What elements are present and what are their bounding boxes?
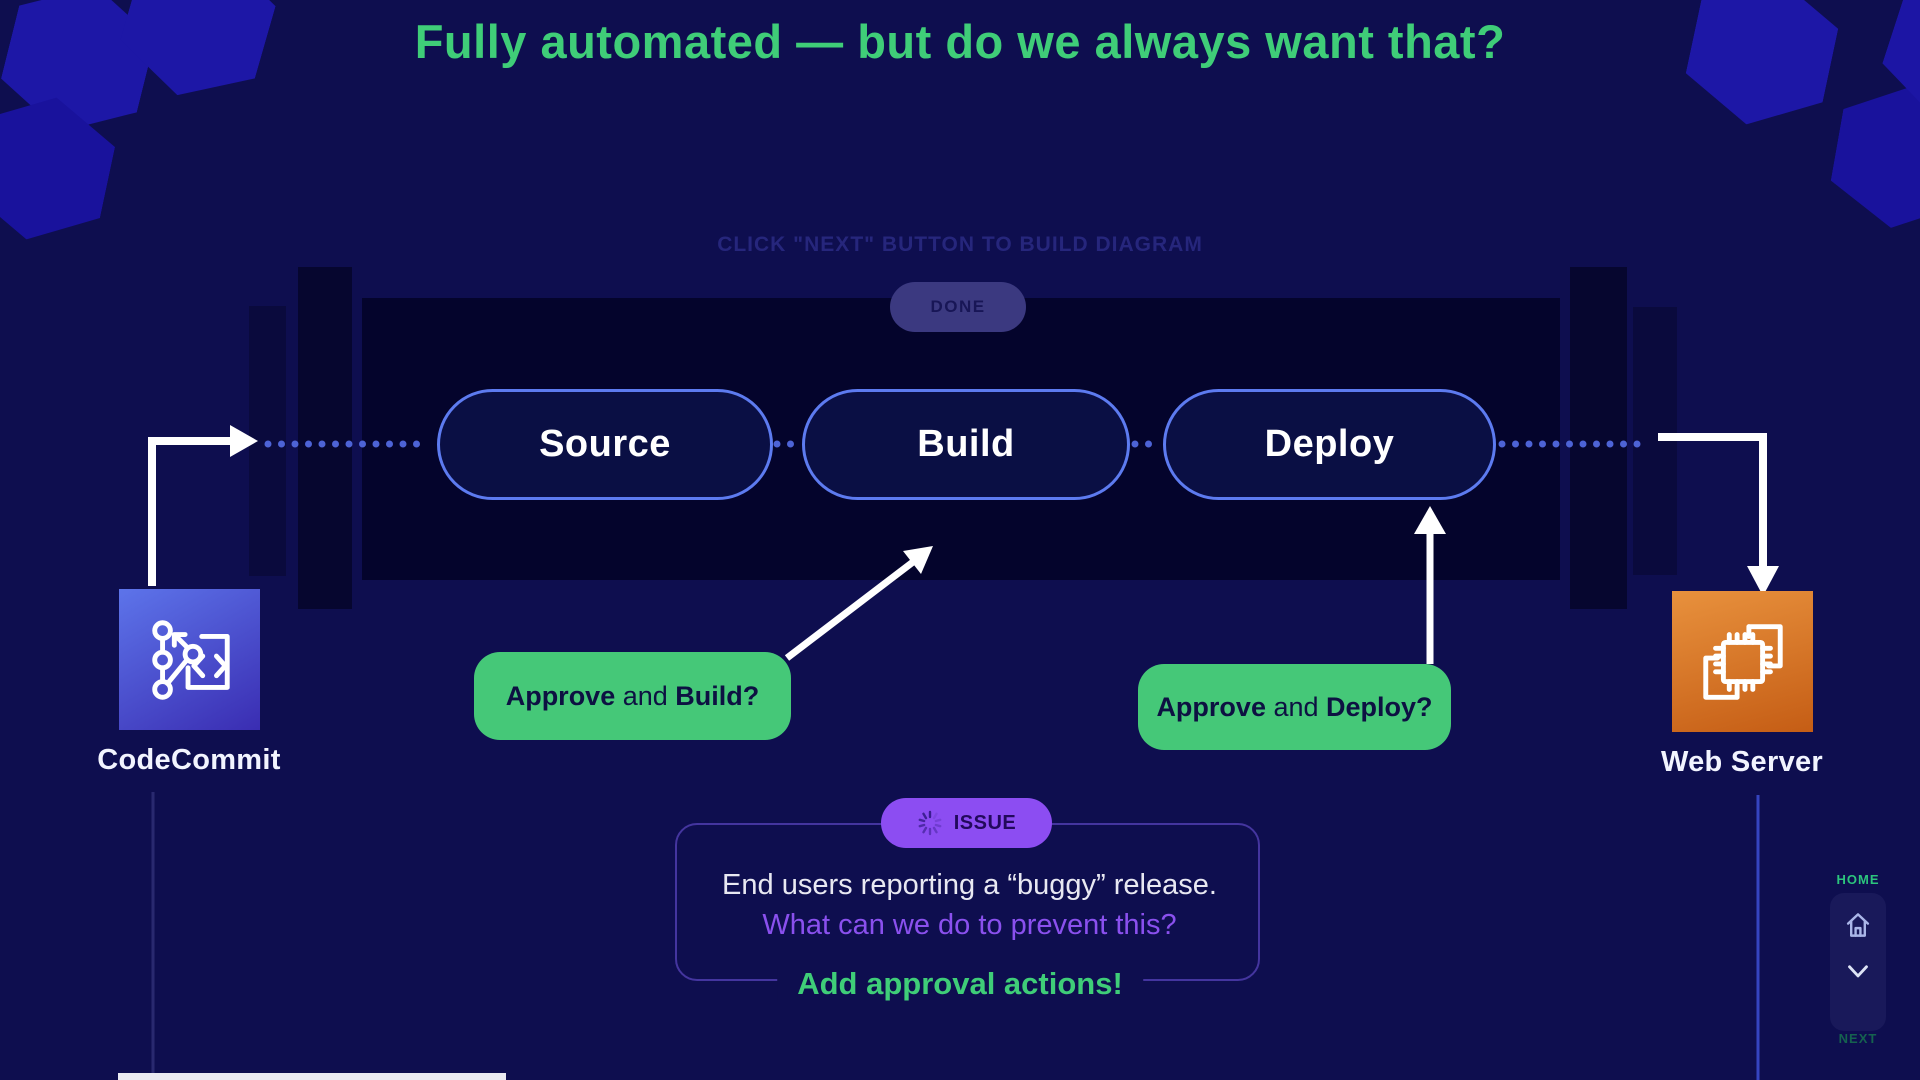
callout-text: and	[1265, 691, 1327, 722]
chevron-down-icon	[1848, 965, 1868, 978]
issue-badge[interactable]: ISSUE	[881, 798, 1052, 848]
nav-panel	[1830, 893, 1886, 1031]
decor-bar	[1570, 267, 1627, 609]
callout-bold: Build?	[675, 680, 760, 711]
issue-line-1: End users reporting a “buggy” release.	[722, 869, 1217, 901]
stage-pill-source: Source	[437, 389, 773, 500]
build-diagram-hint: CLICK "NEXT" BUTTON TO BUILD DIAGRAM	[717, 233, 1203, 256]
approve-build-callout: Approve and Build?	[474, 652, 791, 740]
server-chip-icon	[1672, 591, 1813, 732]
callout-text: and	[615, 680, 676, 711]
issue-line-2: What can we do to prevent this?	[762, 909, 1177, 941]
stage-label: Source	[539, 423, 671, 465]
next-label: NEXT	[1838, 1031, 1878, 1046]
decor-bar	[298, 267, 352, 609]
issue-answer: Add approval actions!	[777, 966, 1143, 1002]
spinner-icon	[918, 810, 942, 836]
done-button[interactable]: DONE	[890, 282, 1026, 332]
page-title: Fully automated — but do we always want …	[414, 15, 1506, 68]
codecommit-git-icon	[119, 589, 260, 730]
home-button[interactable]	[1840, 907, 1876, 943]
issue-badge-label: ISSUE	[953, 811, 1017, 834]
home-label: HOME	[1836, 872, 1880, 887]
stage-pill-deploy: Deploy	[1163, 389, 1496, 500]
approve-deploy-callout: Approve and Deploy?	[1138, 664, 1451, 750]
stage-pill-build: Build	[802, 389, 1130, 500]
next-button[interactable]	[1840, 953, 1876, 989]
callout-bold: Approve	[1156, 691, 1266, 722]
home-icon	[1846, 913, 1870, 937]
issue-description: End users reporting a “buggy” release. W…	[677, 865, 1262, 945]
bottom-edge-strip	[118, 1073, 506, 1080]
webserver-label: Web Server	[1660, 746, 1824, 778]
arrow-codecommit-to-pipeline	[148, 425, 258, 586]
hexagon-decoration	[1824, 73, 1920, 239]
stage-label: Deploy	[1264, 423, 1395, 465]
stage-label: Build	[917, 423, 1015, 465]
codecommit-label: CodeCommit	[97, 744, 281, 776]
callout-bold: Approve	[505, 680, 616, 711]
decor-bar	[249, 306, 286, 576]
callout-bold: Deploy?	[1326, 691, 1433, 722]
decor-bar	[1633, 307, 1677, 575]
